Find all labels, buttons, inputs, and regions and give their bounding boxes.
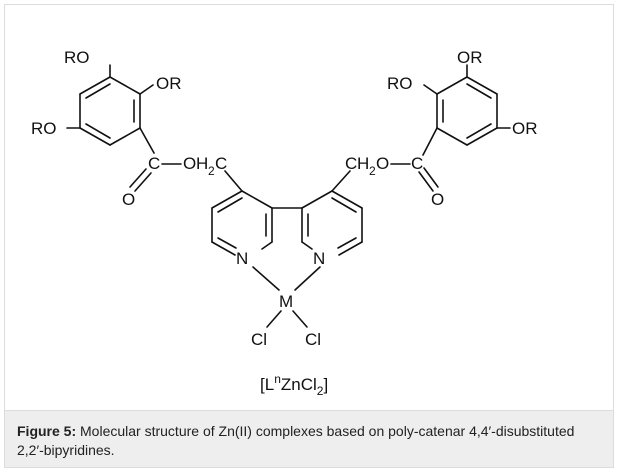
chlorine-left: Cl [251, 330, 267, 349]
ch2o-c: C [345, 154, 357, 173]
figure-caption: Figure 5: Molecular structure of Zn(II) … [5, 410, 613, 467]
ro-label-top-right: RO [387, 74, 413, 93]
ch2o-sub: 2 [369, 164, 376, 178]
carbonyl-oxygen-right: O [431, 190, 444, 209]
carbonyl-oxygen-left: O [122, 190, 135, 209]
or-label-top-right: OR [457, 48, 483, 67]
metal-center: M [279, 292, 293, 311]
oh2c-c: C [215, 154, 227, 173]
or-label-right: OR [512, 119, 538, 138]
ro-label-top-left: RO [64, 48, 90, 67]
oh2c-o: O [183, 154, 196, 173]
figure-image: RO OR RO C O O H 2 C [5, 5, 613, 410]
right-benzene-ring [423, 64, 511, 146]
carbonyl-carbon-left: C [148, 154, 160, 173]
nitrogen-left: N [236, 249, 248, 268]
left-pyridine-ring [211, 190, 273, 256]
chlorine-right: Cl [305, 330, 321, 349]
left-benzene-ring [66, 64, 155, 154]
caption-label: Figure 5: [17, 423, 77, 439]
oh2c-h: H [196, 154, 208, 173]
ch2o-h: H [357, 154, 369, 173]
ch2o-o: O [376, 154, 389, 173]
molecular-structure-diagram: RO OR RO C O O H 2 C [31, 48, 538, 398]
caption-text: Molecular structure of Zn(II) complexes … [17, 423, 575, 458]
ro-label-left: RO [31, 119, 57, 138]
complex-label: [LnZnCl2] [260, 372, 328, 398]
oh2c-sub: 2 [208, 164, 215, 178]
figure-frame: RO OR RO C O O H 2 C [4, 4, 614, 468]
right-pyridine-ring [301, 190, 363, 256]
carbonyl-carbon-right: C [411, 154, 423, 173]
nitrogen-right: N [313, 249, 325, 268]
or-label-top-left: OR [156, 74, 182, 93]
